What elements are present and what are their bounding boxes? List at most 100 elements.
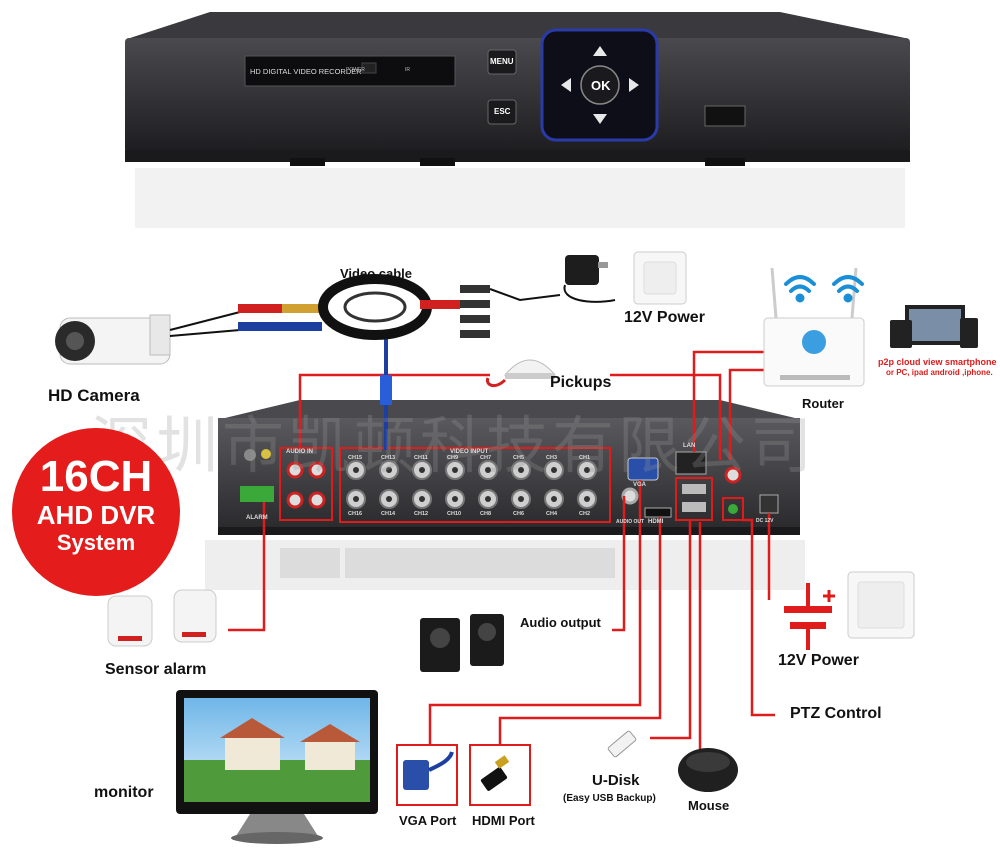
channel-label: CH5	[513, 455, 525, 461]
channel-label: CH14	[381, 511, 396, 517]
alarm-label: ALARM	[246, 515, 268, 521]
vga-plug-icon	[403, 751, 454, 790]
power-symbol-icon	[784, 583, 835, 650]
channel-label: CH7	[480, 455, 492, 461]
channel-label: CH1	[579, 455, 591, 461]
router	[763, 267, 865, 387]
video-cable-label: Video cable	[340, 266, 413, 281]
badge-line-3: System	[56, 530, 136, 555]
bnc-connector-ch3-pin	[551, 467, 557, 473]
esc-label: ESC	[494, 107, 511, 116]
channel-label: CH15	[348, 455, 363, 461]
dc-power-jack	[759, 494, 779, 514]
dvr-rear-unit	[205, 400, 805, 590]
bnc-connector-ch13-pin	[386, 467, 392, 473]
bnc-connector-ch5-pin	[518, 467, 524, 473]
audio-out-rear-label: AUDIO OUT	[616, 519, 645, 525]
pickups-label: Pickups	[550, 374, 612, 391]
channel-label: CH10	[447, 511, 462, 517]
router-label: Router	[802, 396, 844, 411]
hd-camera	[55, 314, 171, 365]
video-input-label: VIDEO INPUT	[450, 449, 489, 455]
speakers	[420, 614, 504, 672]
bnc-connector-ch10-pin	[452, 496, 458, 502]
u-disk-sub-label: (Easy USB Backup)	[563, 793, 656, 804]
bnc-connector-ch16-pin	[353, 496, 359, 502]
menu-button[interactable]	[487, 49, 517, 75]
power-adapter	[563, 255, 616, 303]
front-power-text: POWER	[346, 67, 365, 73]
dvr-front-unit	[125, 12, 910, 228]
audio-in-group	[279, 447, 333, 521]
bnc-connector-ch1-pin	[584, 467, 590, 473]
audio-in-label: AUDIO IN	[286, 449, 313, 455]
esc-button[interactable]	[487, 99, 517, 125]
channel-label: CH3	[546, 455, 558, 461]
video-input-group	[339, 447, 611, 523]
power-12v-bottom-label: 12V Power	[778, 652, 859, 669]
channel-label: CH4	[546, 511, 558, 517]
vga-rear-label: VGA	[633, 482, 647, 488]
lan-connector	[675, 451, 707, 475]
front-ir-text: IR	[405, 67, 410, 73]
hd-camera-label: HD Camera	[48, 386, 140, 405]
left-arrow-icon[interactable]	[561, 78, 571, 92]
video-cable-coil	[318, 274, 432, 340]
sensor-alarm-devices	[107, 589, 217, 647]
bnc-connector-ch15-pin	[353, 467, 359, 473]
alarm-terminal	[240, 486, 274, 502]
channel-label: CH16	[348, 511, 363, 517]
down-arrow-icon[interactable]	[593, 114, 607, 124]
bnc-connector-ch9-pin	[452, 467, 458, 473]
channel-label: CH9	[447, 455, 459, 461]
mouse-label: Mouse	[688, 798, 730, 813]
right-arrow-icon[interactable]	[629, 78, 639, 92]
monitor	[176, 690, 378, 844]
sensor-alarm-label: Sensor alarm	[105, 661, 207, 678]
lan-rear-label: LAN	[683, 443, 696, 449]
wifi-icon	[784, 275, 864, 303]
monitor-label: monitor	[94, 784, 154, 801]
bnc-connector-ch4-pin	[551, 496, 557, 502]
channel-label: CH8	[480, 511, 492, 517]
menu-label: MENU	[490, 57, 514, 66]
channel-label: CH2	[579, 511, 591, 517]
bnc-connector-ch7-pin	[485, 467, 491, 473]
badge-line-1: 16CH	[39, 452, 153, 501]
bnc-connector-ch2-pin	[584, 496, 590, 502]
watermark: 深圳市凯顿科技有限公司	[90, 409, 817, 482]
bnc-connector-ch8-pin	[485, 496, 491, 502]
smartphone-pc-devices	[890, 305, 978, 348]
connection-wires	[228, 350, 775, 752]
vga-connector	[627, 457, 659, 481]
p2p-line-2: or PC, ipad android ,iphone.	[886, 368, 993, 377]
hdmi-port-label: HDMI Port	[472, 813, 535, 828]
ok-label: OK	[591, 78, 611, 93]
wall-outlet-bottom	[847, 571, 915, 639]
badge-line-2: AHD DVR	[36, 500, 156, 530]
up-arrow-icon[interactable]	[593, 46, 607, 56]
usb-group	[675, 477, 713, 521]
front-display-window	[244, 55, 456, 87]
channel-label: CH6	[513, 511, 525, 517]
bnc-connector-ch12-pin	[419, 496, 425, 502]
wall-outlet-top	[633, 251, 687, 305]
pickup-microphone	[485, 359, 557, 388]
mouse-icon	[678, 748, 738, 792]
channel-label: CH12	[414, 511, 429, 517]
product-badge: 16CH AHD DVR System	[12, 428, 180, 596]
vga-port-label: VGA Port	[399, 813, 457, 828]
front-brand-text: HD DIGITAL VIDEO RECORDER	[250, 67, 362, 76]
bnc-connector-ch11-pin	[419, 467, 425, 473]
audio-output-label: Audio output	[520, 615, 601, 630]
hdmi-connector	[644, 507, 672, 518]
p2p-line-1: p2p cloud view smartphone	[878, 357, 997, 367]
hdmi-plug-icon	[480, 755, 510, 791]
hdmi-rear-label: HDMI	[648, 519, 664, 525]
channel-label: CH11	[414, 455, 428, 461]
u-disk-icon	[607, 730, 637, 758]
ok-button[interactable]	[580, 65, 620, 105]
bnc-connector-ch6-pin	[518, 496, 524, 502]
bnc-connector-ch14-pin	[386, 496, 392, 502]
